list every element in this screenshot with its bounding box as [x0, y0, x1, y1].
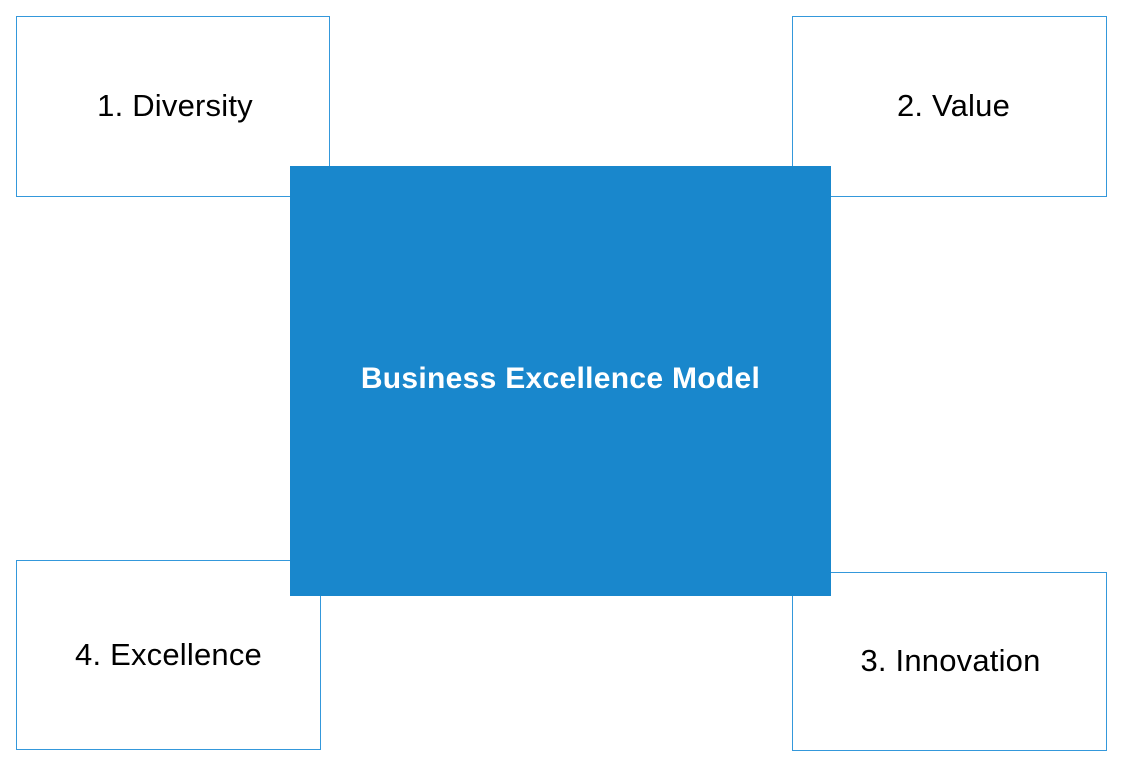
diagram-node-diversity[interactable]: 1. Diversity: [16, 16, 330, 197]
diagram-node-value[interactable]: 2. Value: [792, 16, 1107, 197]
diagram-center-node-label: Business Excellence Model: [360, 362, 761, 395]
diagram-node-innovation-label: 3. Innovation: [860, 643, 1041, 678]
diagram-node-innovation[interactable]: 3. Innovation: [792, 572, 1107, 751]
diagram-node-diversity-label: 1. Diversity: [97, 88, 253, 123]
diagram-node-excellence[interactable]: 4. Excellence: [16, 560, 321, 750]
diagram-node-value-label: 2. Value: [896, 88, 1011, 123]
diagram-center-node[interactable]: Business Excellence Model: [290, 166, 831, 596]
diagram-node-excellence-label: 4. Excellence: [75, 636, 262, 672]
